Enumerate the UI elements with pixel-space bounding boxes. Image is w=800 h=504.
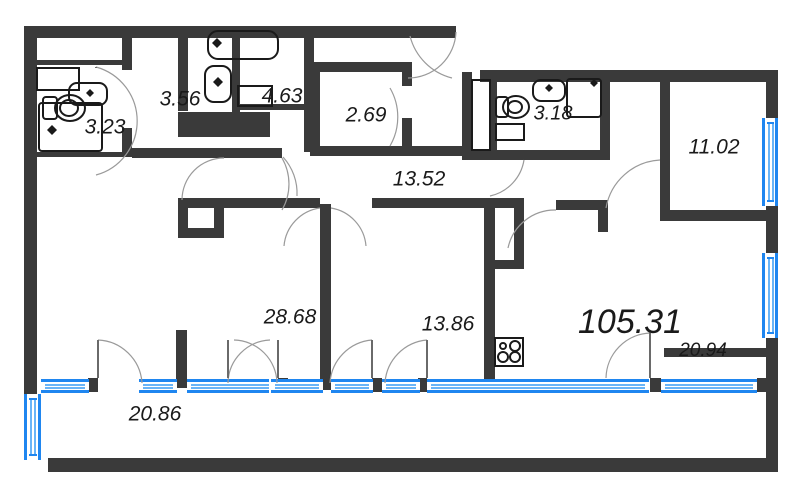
sink-icon xyxy=(36,67,80,91)
window-bottom-2 xyxy=(139,379,177,393)
room-label-3-18: 3.18 xyxy=(534,102,573,124)
window-right-lower xyxy=(762,253,778,338)
window-right-upper xyxy=(762,118,778,206)
fixtures xyxy=(36,30,602,367)
bathtub-room-sink-icon xyxy=(204,65,232,103)
toilet-icon xyxy=(42,94,86,122)
window-balcony-left xyxy=(24,394,41,460)
guest-bath-sink-icon xyxy=(532,79,566,102)
window-bottom-1 xyxy=(41,379,89,393)
guest-bath-niche-icon xyxy=(471,79,491,151)
stove-icon xyxy=(494,337,524,367)
room-label-20-94: 20.94 xyxy=(678,340,727,361)
windows xyxy=(24,118,778,460)
bathtub-icon xyxy=(207,30,279,60)
window-bottom-9 xyxy=(661,379,757,393)
room-label-2-69: 2.69 xyxy=(345,104,387,127)
room-label-28-68: 28.68 xyxy=(263,306,317,329)
door-swings xyxy=(95,31,661,384)
guest-bath-cabinet-icon xyxy=(495,123,525,141)
room-label-3-56: 3.56 xyxy=(160,88,201,111)
shower-cabin-icon xyxy=(38,102,103,152)
room-label-13-86: 13.86 xyxy=(422,313,475,336)
window-bottom-5 xyxy=(271,379,323,393)
room-label-3-23: 3.23 xyxy=(85,116,126,139)
room-label-13-52: 13.52 xyxy=(393,168,446,191)
bathroom-sink-basin-icon xyxy=(68,82,108,106)
hall-closet-icon xyxy=(178,112,270,137)
room-label-4-63: 4.63 xyxy=(262,85,303,108)
window-bottom-6 xyxy=(331,379,373,393)
window-bottom-8 xyxy=(427,379,649,393)
guest-toilet-icon xyxy=(495,95,530,119)
total-area-label: 105.31 xyxy=(578,303,682,341)
guest-shower-cabin-icon xyxy=(566,78,602,118)
window-bottom-3 xyxy=(187,379,279,393)
bathtub-room-cabinet-icon xyxy=(237,85,273,107)
room-label-11-02: 11.02 xyxy=(689,136,740,159)
window-bottom-7 xyxy=(382,379,420,393)
area-labels: 3.23 3.56 4.63 2.69 3.18 11.02 13.52 28.… xyxy=(85,85,740,426)
door-leaves xyxy=(95,67,651,378)
room-label-20-86: 20.86 xyxy=(128,403,182,426)
